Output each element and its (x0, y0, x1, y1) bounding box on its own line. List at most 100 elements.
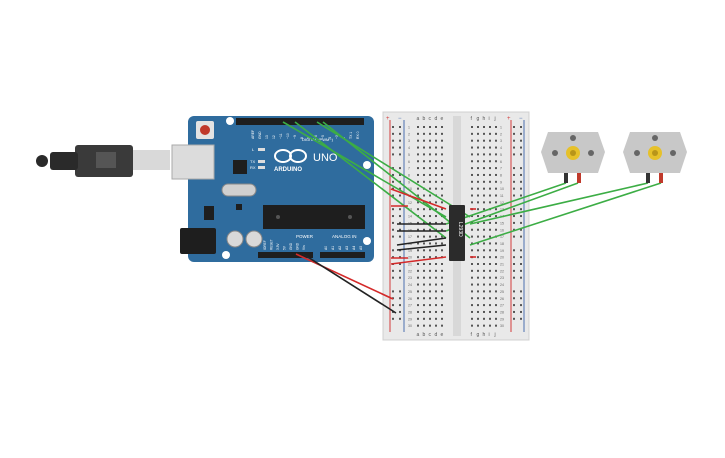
breadboard-hole[interactable] (471, 324, 473, 327)
rail-hole[interactable] (392, 269, 394, 272)
breadboard-hole[interactable] (477, 310, 479, 313)
rail-hole[interactable] (520, 276, 522, 279)
breadboard-hole[interactable] (477, 146, 479, 149)
breadboard-hole[interactable] (483, 139, 485, 142)
breadboard-hole[interactable] (471, 228, 473, 231)
breadboard-hole[interactable] (477, 249, 479, 252)
rail-hole[interactable] (399, 167, 401, 170)
breadboard-hole[interactable] (441, 317, 443, 320)
breadboard-hole[interactable] (429, 187, 431, 190)
breadboard-hole[interactable] (435, 276, 437, 279)
rail-hole[interactable] (399, 215, 401, 218)
breadboard-hole[interactable] (423, 215, 425, 218)
breadboard-hole[interactable] (489, 269, 491, 272)
rail-hole[interactable] (513, 208, 515, 211)
rail-hole[interactable] (513, 126, 515, 128)
breadboard-hole[interactable] (417, 173, 419, 176)
breadboard-hole[interactable] (495, 290, 497, 293)
breadboard-hole[interactable] (483, 310, 485, 313)
breadboard-hole[interactable] (483, 180, 485, 183)
breadboard-hole[interactable] (483, 201, 485, 204)
rail-hole[interactable] (513, 317, 515, 320)
breadboard-hole[interactable] (483, 235, 485, 238)
breadboard-hole[interactable] (489, 126, 491, 128)
breadboard-hole[interactable] (417, 146, 419, 149)
rail-hole[interactable] (513, 235, 515, 238)
breadboard-hole[interactable] (489, 276, 491, 279)
breadboard-hole[interactable] (435, 283, 437, 286)
rail-hole[interactable] (392, 126, 394, 128)
breadboard-hole[interactable] (441, 139, 443, 142)
rail-hole[interactable] (513, 256, 515, 259)
breadboard-hole[interactable] (417, 201, 419, 204)
rail-hole[interactable] (520, 256, 522, 259)
breadboard-hole[interactable] (435, 263, 437, 265)
breadboard-hole[interactable] (477, 317, 479, 320)
rail-hole[interactable] (513, 153, 515, 156)
rail-hole[interactable] (392, 228, 394, 231)
breadboard-hole[interactable] (471, 187, 473, 190)
breadboard-hole[interactable] (417, 290, 419, 293)
rail-hole[interactable] (520, 304, 522, 307)
reset-button-cap[interactable] (200, 125, 210, 135)
rail-hole[interactable] (392, 187, 394, 190)
breadboard-hole[interactable] (471, 310, 473, 313)
breadboard-hole[interactable] (477, 235, 479, 238)
rail-hole[interactable] (520, 215, 522, 218)
breadboard-hole[interactable] (417, 180, 419, 183)
breadboard-hole[interactable] (489, 317, 491, 320)
breadboard-hole[interactable] (435, 324, 437, 327)
breadboard-hole[interactable] (477, 256, 479, 259)
wire-motor2-a[interactable] (469, 182, 649, 225)
breadboard-hole[interactable] (489, 310, 491, 313)
breadboard-hole[interactable] (441, 290, 443, 293)
breadboard-hole[interactable] (489, 221, 491, 224)
breadboard-hole[interactable] (441, 276, 443, 279)
rail-hole[interactable] (513, 215, 515, 218)
rail-hole[interactable] (399, 139, 401, 142)
l293d-chip[interactable]: L293D (449, 205, 465, 261)
breadboard-hole[interactable] (477, 263, 479, 265)
breadboard-hole[interactable] (477, 304, 479, 307)
breadboard-hole[interactable] (495, 283, 497, 286)
rail-hole[interactable] (520, 208, 522, 211)
breadboard-hole[interactable] (441, 194, 443, 197)
breadboard-hole[interactable] (417, 297, 419, 300)
breadboard-hole[interactable] (477, 132, 479, 135)
rail-hole[interactable] (392, 167, 394, 170)
motor-2-terminal-b[interactable] (659, 173, 663, 183)
breadboard-hole[interactable] (477, 290, 479, 293)
rail-hole[interactable] (392, 173, 394, 176)
breadboard-hole[interactable] (471, 283, 473, 286)
rail-hole[interactable] (520, 194, 522, 197)
breadboard-hole[interactable] (435, 269, 437, 272)
breadboard-hole[interactable] (423, 153, 425, 156)
rail-hole[interactable] (399, 208, 401, 211)
breadboard-hole[interactable] (495, 304, 497, 307)
rail-hole[interactable] (513, 167, 515, 170)
breadboard-hole[interactable] (429, 304, 431, 307)
wire-red-jumper-3[interactable] (390, 256, 447, 265)
breadboard-hole[interactable] (423, 228, 425, 231)
wire-red-5v[interactable] (295, 253, 394, 300)
breadboard-hole[interactable] (435, 290, 437, 293)
breadboard-hole[interactable] (423, 221, 425, 224)
breadboard-hole[interactable] (477, 180, 479, 183)
breadboard-hole[interactable] (435, 297, 437, 300)
breadboard-hole[interactable] (417, 194, 419, 197)
breadboard-hole[interactable] (441, 160, 443, 163)
breadboard-hole[interactable] (483, 173, 485, 176)
breadboard-hole[interactable] (423, 242, 425, 245)
breadboard-hole[interactable] (489, 283, 491, 286)
breadboard-hole[interactable] (495, 263, 497, 265)
breadboard-hole[interactable] (477, 269, 479, 272)
rail-hole[interactable] (513, 304, 515, 307)
breadboard-hole[interactable] (495, 167, 497, 170)
breadboard-hole[interactable] (441, 126, 443, 128)
breadboard-hole[interactable] (495, 139, 497, 142)
breadboard-hole[interactable] (483, 167, 485, 170)
breadboard-hole[interactable] (441, 146, 443, 149)
breadboard-hole[interactable] (471, 304, 473, 307)
rail-hole[interactable] (399, 304, 401, 307)
breadboard-hole[interactable] (429, 173, 431, 176)
